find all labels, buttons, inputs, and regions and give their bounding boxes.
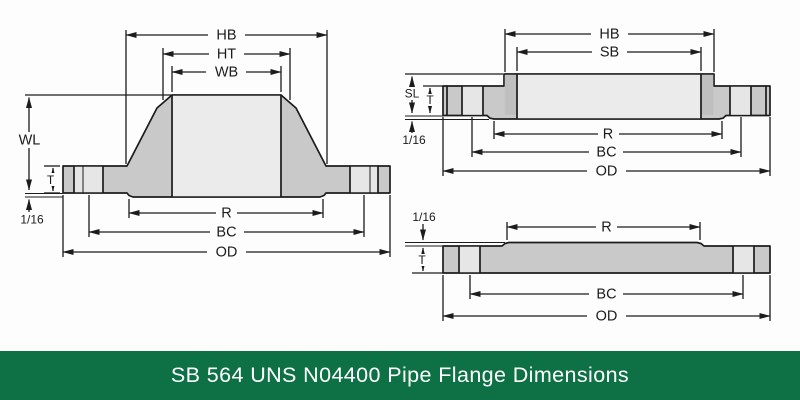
slip-on-flange-diagram: HB SB SL T 1/16 (402, 26, 771, 180)
hub-section (504, 74, 517, 115)
dimension-sb: SB (516, 44, 702, 71)
weld-neck-bore (172, 95, 281, 197)
hub-section (701, 74, 714, 115)
dimension-bc: BC (469, 275, 744, 303)
dimension-wl: WL (13, 94, 172, 191)
dimension-hb: HB (125, 27, 328, 164)
blind-flange-body (442, 241, 771, 274)
dimension-t: T (423, 85, 443, 114)
dim-label-sl: SL (405, 87, 420, 101)
flange-diagram-canvas: HB HT WB WL (13, 26, 771, 325)
bolt-hole (733, 246, 754, 273)
dimension-raised-face: 1/16 (402, 115, 489, 147)
dim-label-od: OD (216, 245, 238, 261)
dimension-od: OD (62, 195, 391, 261)
dimension-t: T (412, 247, 443, 274)
dim-label-bc: BC (216, 225, 236, 241)
dim-label-t: T (426, 93, 434, 107)
blind-flange-diagram: 1/16 R T BC (405, 210, 771, 325)
dim-label-r: R (603, 127, 613, 143)
dimension-r: R (128, 199, 324, 222)
dim-label-hb: HB (216, 28, 236, 44)
dim-label-bc: BC (596, 145, 616, 161)
bolt-hole (459, 246, 480, 273)
slip-on-bore (517, 74, 701, 119)
dim-label-r: R (221, 206, 231, 222)
dimension-bc: BC (88, 195, 365, 241)
dim-label-od: OD (596, 164, 618, 180)
dim-label-raised-face: 1/16 (412, 210, 436, 224)
bolt-hole (350, 166, 378, 193)
dim-label-od: OD (596, 309, 618, 325)
bolt-hole (462, 86, 483, 115)
dimension-raised-face: 1/16 (20, 193, 63, 227)
dim-label-ht: HT (217, 47, 236, 63)
dim-label-t: T (418, 253, 426, 267)
dim-label-t: T (47, 173, 55, 187)
dimension-ht: HT (162, 46, 291, 100)
dimension-sl: SL (402, 73, 503, 114)
dim-label-bc: BC (596, 287, 616, 303)
dimension-od: OD (442, 117, 771, 180)
dimension-raised-face: 1/16 (405, 210, 505, 247)
dimension-bc: BC (471, 117, 742, 161)
dim-label-raised-face: 1/16 (20, 213, 44, 227)
dimension-od: OD (442, 275, 771, 325)
bolt-hole (74, 166, 103, 193)
dimension-t: T (44, 165, 60, 194)
dimension-wb: WB (171, 64, 282, 92)
banner-title: SB 564 UNS N04400 Pipe Flange Dimensions (170, 363, 630, 387)
dimension-hb: HB (504, 26, 715, 72)
weld-neck-flange-diagram: HB HT WB WL (13, 27, 391, 261)
dim-label-hb: HB (599, 27, 619, 43)
dim-label-sb: SB (600, 45, 619, 61)
dim-label-raised-face: 1/16 (402, 133, 426, 147)
dim-label-wb: WB (215, 65, 238, 81)
title-banner: SB 564 UNS N04400 Pipe Flange Dimensions (0, 351, 800, 400)
dim-label-wl: WL (19, 133, 41, 149)
dim-label-r: R (601, 220, 611, 236)
dimension-r: R (506, 219, 701, 240)
dimension-r: R (493, 121, 723, 143)
bolt-hole (730, 86, 751, 115)
